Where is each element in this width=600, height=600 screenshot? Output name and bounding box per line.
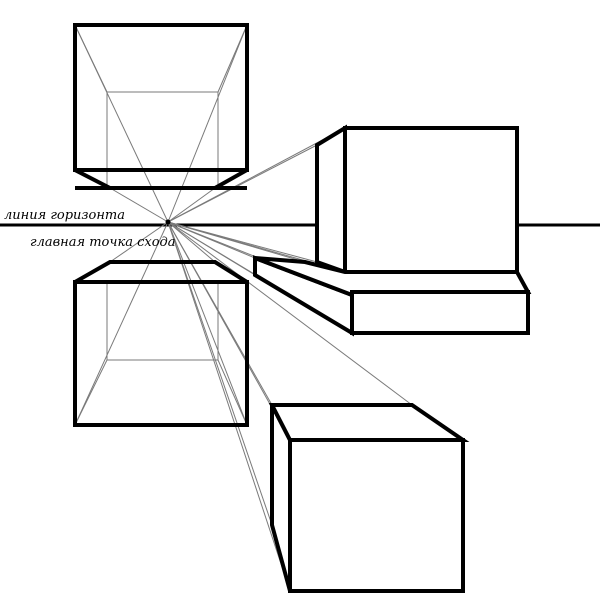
cube-bottom-right bbox=[268, 403, 470, 593]
cube-right bbox=[315, 124, 519, 275]
vanishing-point-label: главная точка схода bbox=[30, 235, 176, 250]
box-bottom-left bbox=[73, 260, 249, 427]
vanishing-point-dot bbox=[165, 219, 171, 225]
slab bbox=[253, 255, 532, 337]
box-top-left bbox=[73, 23, 249, 190]
horizon-label: линия горизонта bbox=[4, 208, 125, 223]
